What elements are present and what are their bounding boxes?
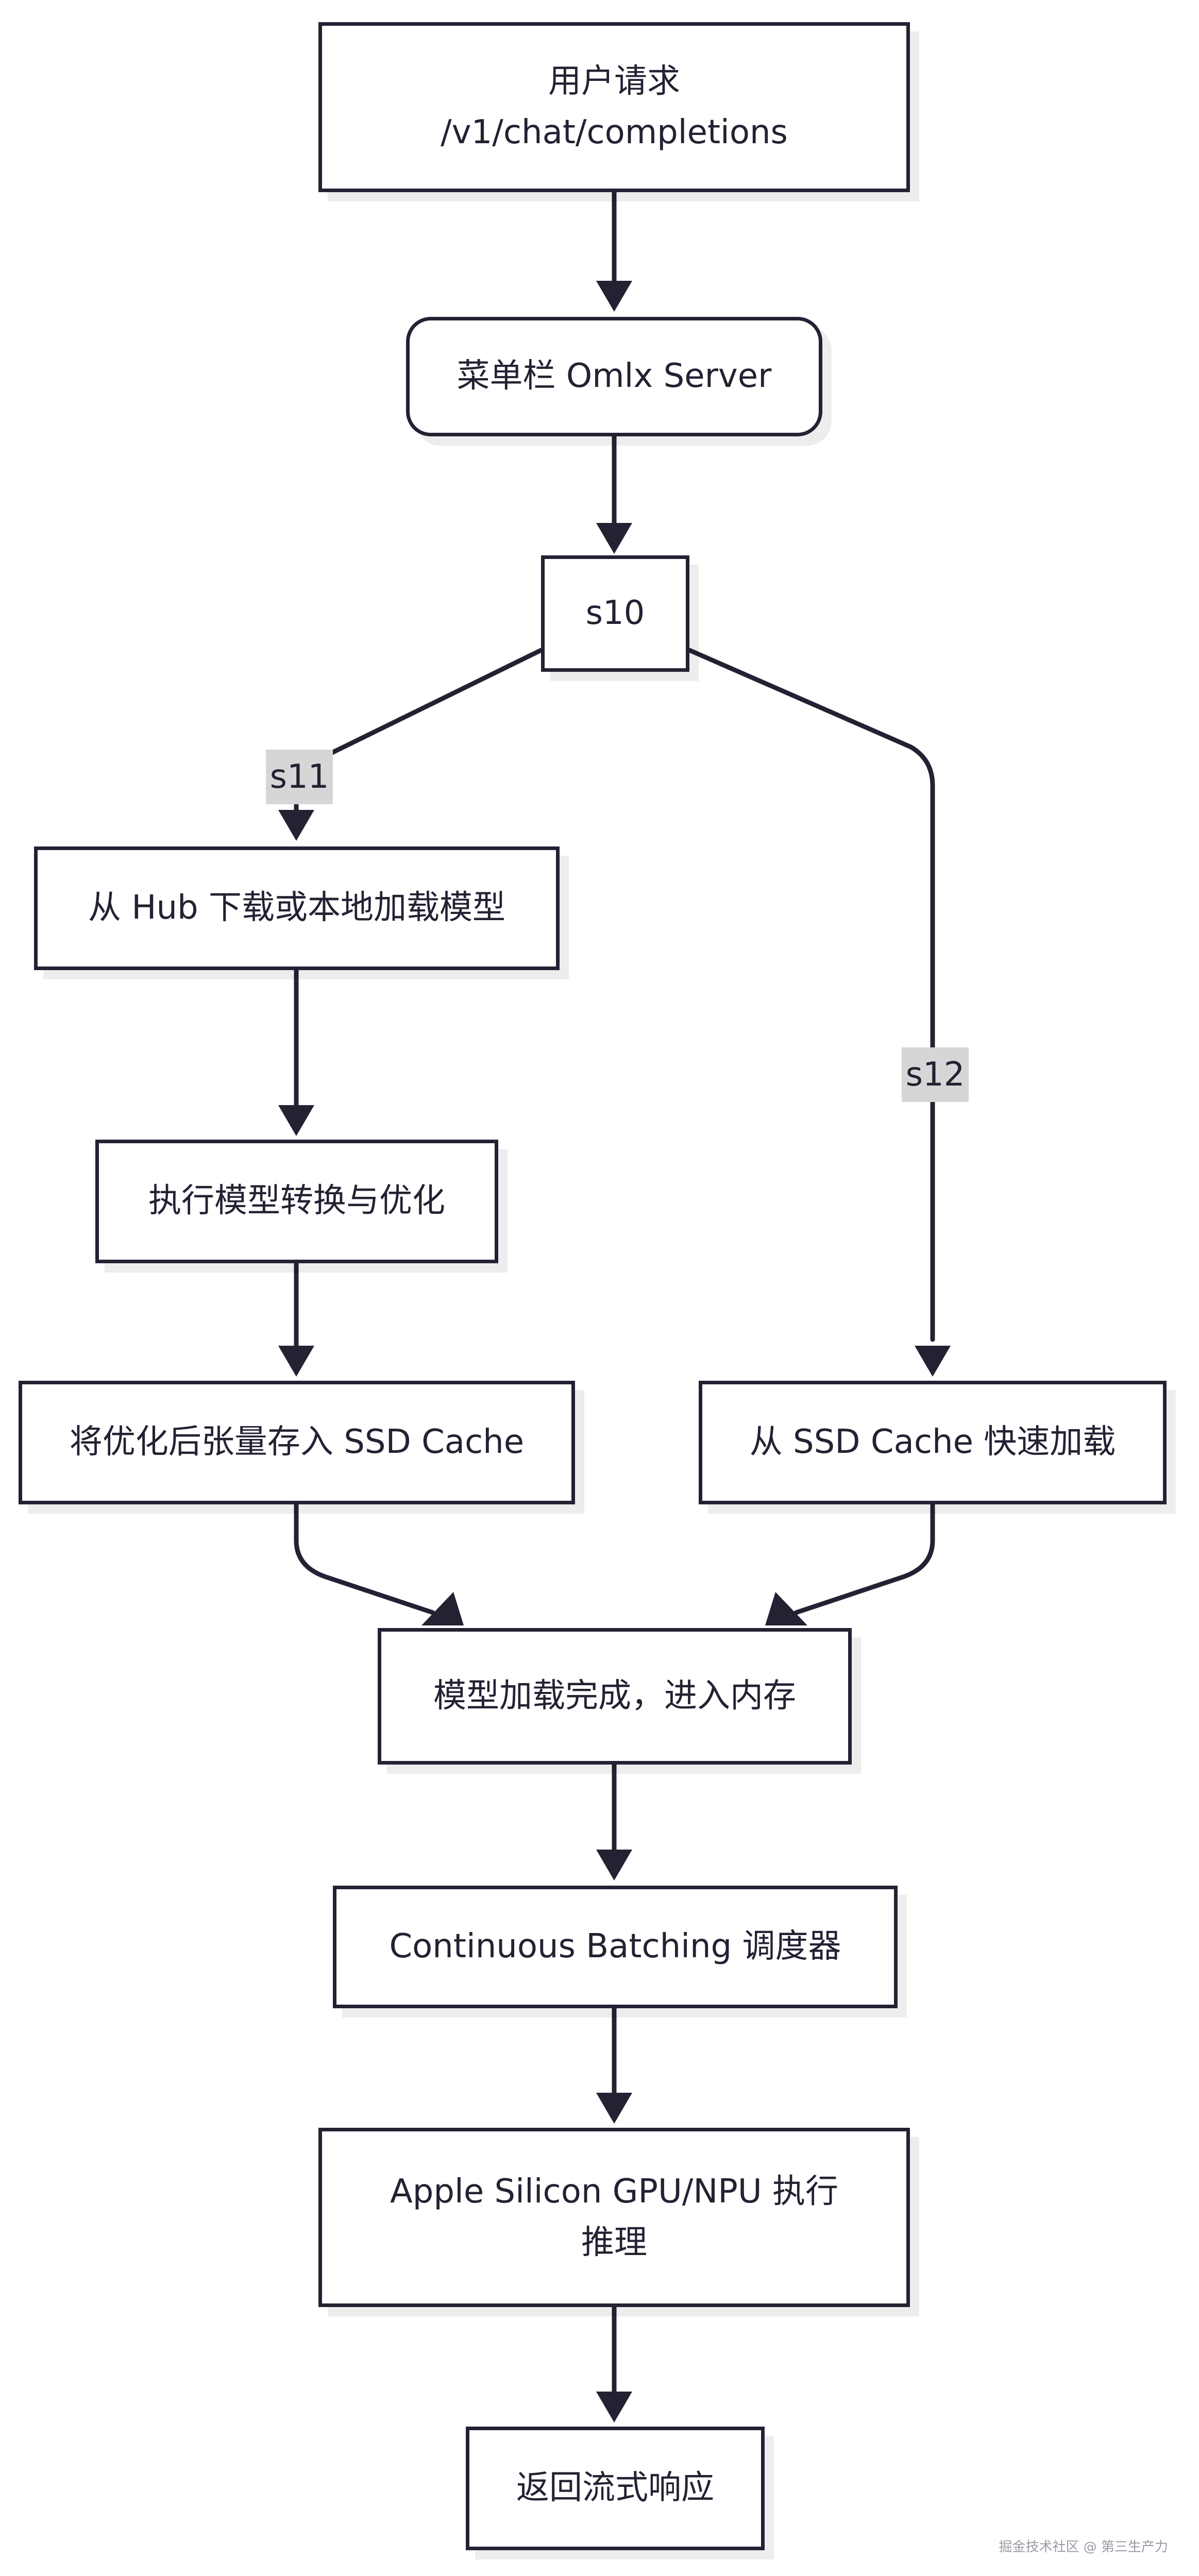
node-load-complete: 模型加载完成，进入内存 <box>378 1628 852 1765</box>
arrowhead-execute <box>596 2093 632 2124</box>
node-download-model-label: 从 Hub 下载或本地加载模型 <box>88 889 505 927</box>
arrowhead-stream <box>596 2392 632 2422</box>
node-user-request: 用户请求 /v1/chat/completions <box>318 22 910 192</box>
arrowhead-download <box>278 810 314 841</box>
arrowhead-decision <box>596 523 632 554</box>
edge-label-s12-text: s12 <box>905 1056 965 1094</box>
arrowhead-fastload <box>915 1346 951 1377</box>
node-fast-load-label: 从 SSD Cache 快速加载 <box>749 1423 1116 1462</box>
arrowhead-complete-right <box>765 1592 807 1625</box>
node-load-complete-label: 模型加载完成，进入内存 <box>433 1676 796 1715</box>
node-execute: Apple Silicon GPU/NPU 执行 推理 <box>318 2128 910 2307</box>
node-download-model: 从 Hub 下载或本地加载模型 <box>34 846 560 970</box>
arrowhead-convert <box>278 1105 314 1136</box>
edge-decision-to-download <box>294 648 544 819</box>
node-scheduler: Continuous Batching 调度器 <box>333 1886 898 2008</box>
watermark: 掘金技术社区 @ 第三生产力 <box>999 2539 1168 2555</box>
node-menubar-server-label: 菜单栏 Omlx Server <box>457 357 772 396</box>
arrowhead-store <box>278 1346 314 1377</box>
node-execute-label: Apple Silicon GPU/NPU 执行 推理 <box>390 2172 838 2262</box>
edge-fastload-to-complete <box>793 1502 935 1615</box>
edge-label-s11-text: s11 <box>269 758 329 796</box>
arrowhead-scheduler <box>596 1850 632 1880</box>
node-store-cache: 将优化后张量存入 SSD Cache <box>19 1381 575 1504</box>
arrowhead-complete-left <box>421 1592 464 1625</box>
edge-decision-to-fastload <box>687 648 935 1342</box>
edge-label-s12: s12 <box>902 1047 969 1102</box>
arrowhead-server <box>596 281 632 312</box>
edge-label-s11: s11 <box>266 750 333 804</box>
node-stream-response-label: 返回流式响应 <box>516 2469 714 2507</box>
node-user-request-label: 用户请求 /v1/chat/completions <box>441 62 788 151</box>
node-stream-response: 返回流式响应 <box>466 2427 765 2550</box>
node-convert-optimize-label: 执行模型转换与优化 <box>148 1182 445 1221</box>
node-store-cache-label: 将优化后张量存入 SSD Cache <box>69 1423 525 1462</box>
node-decision-label: s10 <box>585 594 645 633</box>
node-convert-optimize: 执行模型转换与优化 <box>95 1140 498 1263</box>
node-decision-s10: s10 <box>541 555 689 672</box>
edge-store-to-complete <box>294 1502 435 1615</box>
node-menubar-server: 菜单栏 Omlx Server <box>406 317 822 436</box>
node-scheduler-label: Continuous Batching 调度器 <box>389 1927 841 1966</box>
node-fast-load: 从 SSD Cache 快速加载 <box>699 1381 1167 1504</box>
